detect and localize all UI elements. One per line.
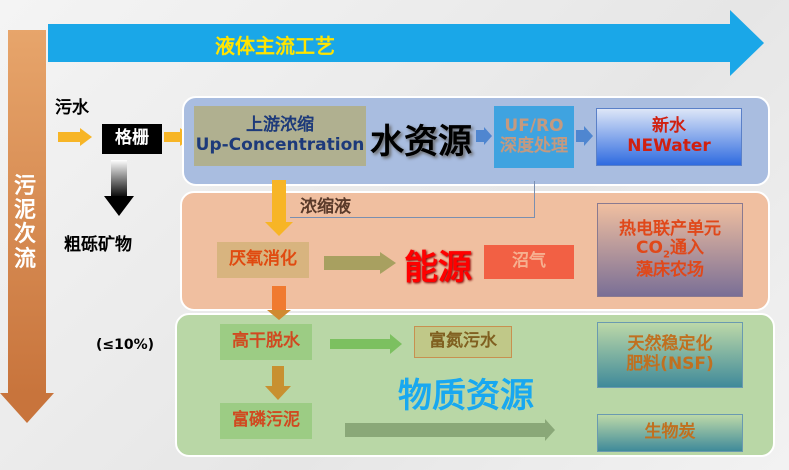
flow-arrow — [272, 366, 284, 388]
arrow-head — [545, 419, 555, 441]
up-concentration-label-cn: 上游浓缩 — [246, 115, 314, 136]
flow-arrow — [576, 130, 584, 142]
screen-arrow — [164, 132, 180, 142]
nsf-label-line1: 天然稳定化 — [627, 334, 713, 355]
advanced-treatment-label: 深度处理 — [500, 136, 568, 156]
flow-arrow — [330, 339, 390, 349]
biogas-box: 沼气 — [484, 245, 574, 279]
arrow-head — [265, 386, 291, 400]
material-resource-title: 物质资源 — [398, 376, 534, 416]
arrow-head — [0, 393, 54, 423]
anaerobic-digestion-box: 厌氧消化 — [217, 242, 309, 278]
energy-title: 能源 — [404, 248, 472, 288]
n-rich-water-box: 富氮污水 — [414, 326, 512, 358]
screen-box: 格栅 — [102, 124, 162, 154]
concentrate-label: 浓缩液 — [300, 197, 351, 217]
flow-arrow — [272, 286, 286, 312]
concentrate-return-line — [290, 181, 535, 218]
arrow-head — [730, 10, 764, 76]
arrow-head — [104, 196, 134, 216]
grit-arrow — [111, 160, 127, 198]
newater-label-en: NEWater — [627, 136, 711, 156]
newater-label-cn: 新水 — [652, 116, 686, 137]
arrow-head — [584, 126, 593, 146]
sludge-sidestream-label: 污泥次流 — [14, 174, 37, 272]
sewage-arrow — [58, 132, 80, 142]
arrow-head — [80, 128, 92, 146]
liquid-mainstream-label: 液体主流工艺 — [215, 34, 335, 58]
biochar-box: 生物炭 — [597, 414, 743, 452]
arrow-head — [484, 127, 492, 145]
arrow-head — [267, 310, 291, 320]
co2-input-label: CO2通入 — [636, 238, 704, 261]
liquid-mainstream-arrow — [48, 24, 733, 62]
ratio-label: (≤10%) — [96, 337, 155, 353]
algae-farm-label: 藻床农场 — [636, 259, 704, 280]
concentrate-arrow — [272, 180, 286, 222]
flow-arrow — [324, 256, 380, 270]
sewage-label: 污水 — [55, 98, 89, 118]
arrow-head — [380, 252, 396, 274]
sludge-sidestream-arrow — [8, 30, 46, 395]
chp-unit-label: 热电联产单元 — [619, 218, 721, 239]
water-resource-title: 水资源 — [370, 122, 472, 162]
p-rich-sludge-box: 富磷污泥 — [220, 403, 312, 439]
up-concentration-label-en: Up-Concentration — [195, 135, 365, 155]
nsf-label-line2: 肥料(NSF) — [626, 354, 714, 374]
nsf-box: 天然稳定化肥料(NSF) — [597, 322, 743, 388]
flow-arrow — [345, 423, 545, 437]
arrow-head — [265, 222, 293, 236]
chp-box: 热电联产单元 CO2通入 藻床农场 — [597, 203, 743, 297]
dewatering-box: 高干脱水 — [220, 324, 312, 360]
arrow-head — [390, 334, 402, 354]
uf-ro-label: UF/RO — [504, 116, 564, 137]
grit-label: 粗砾矿物 — [64, 235, 132, 255]
flow-arrow — [476, 130, 484, 142]
